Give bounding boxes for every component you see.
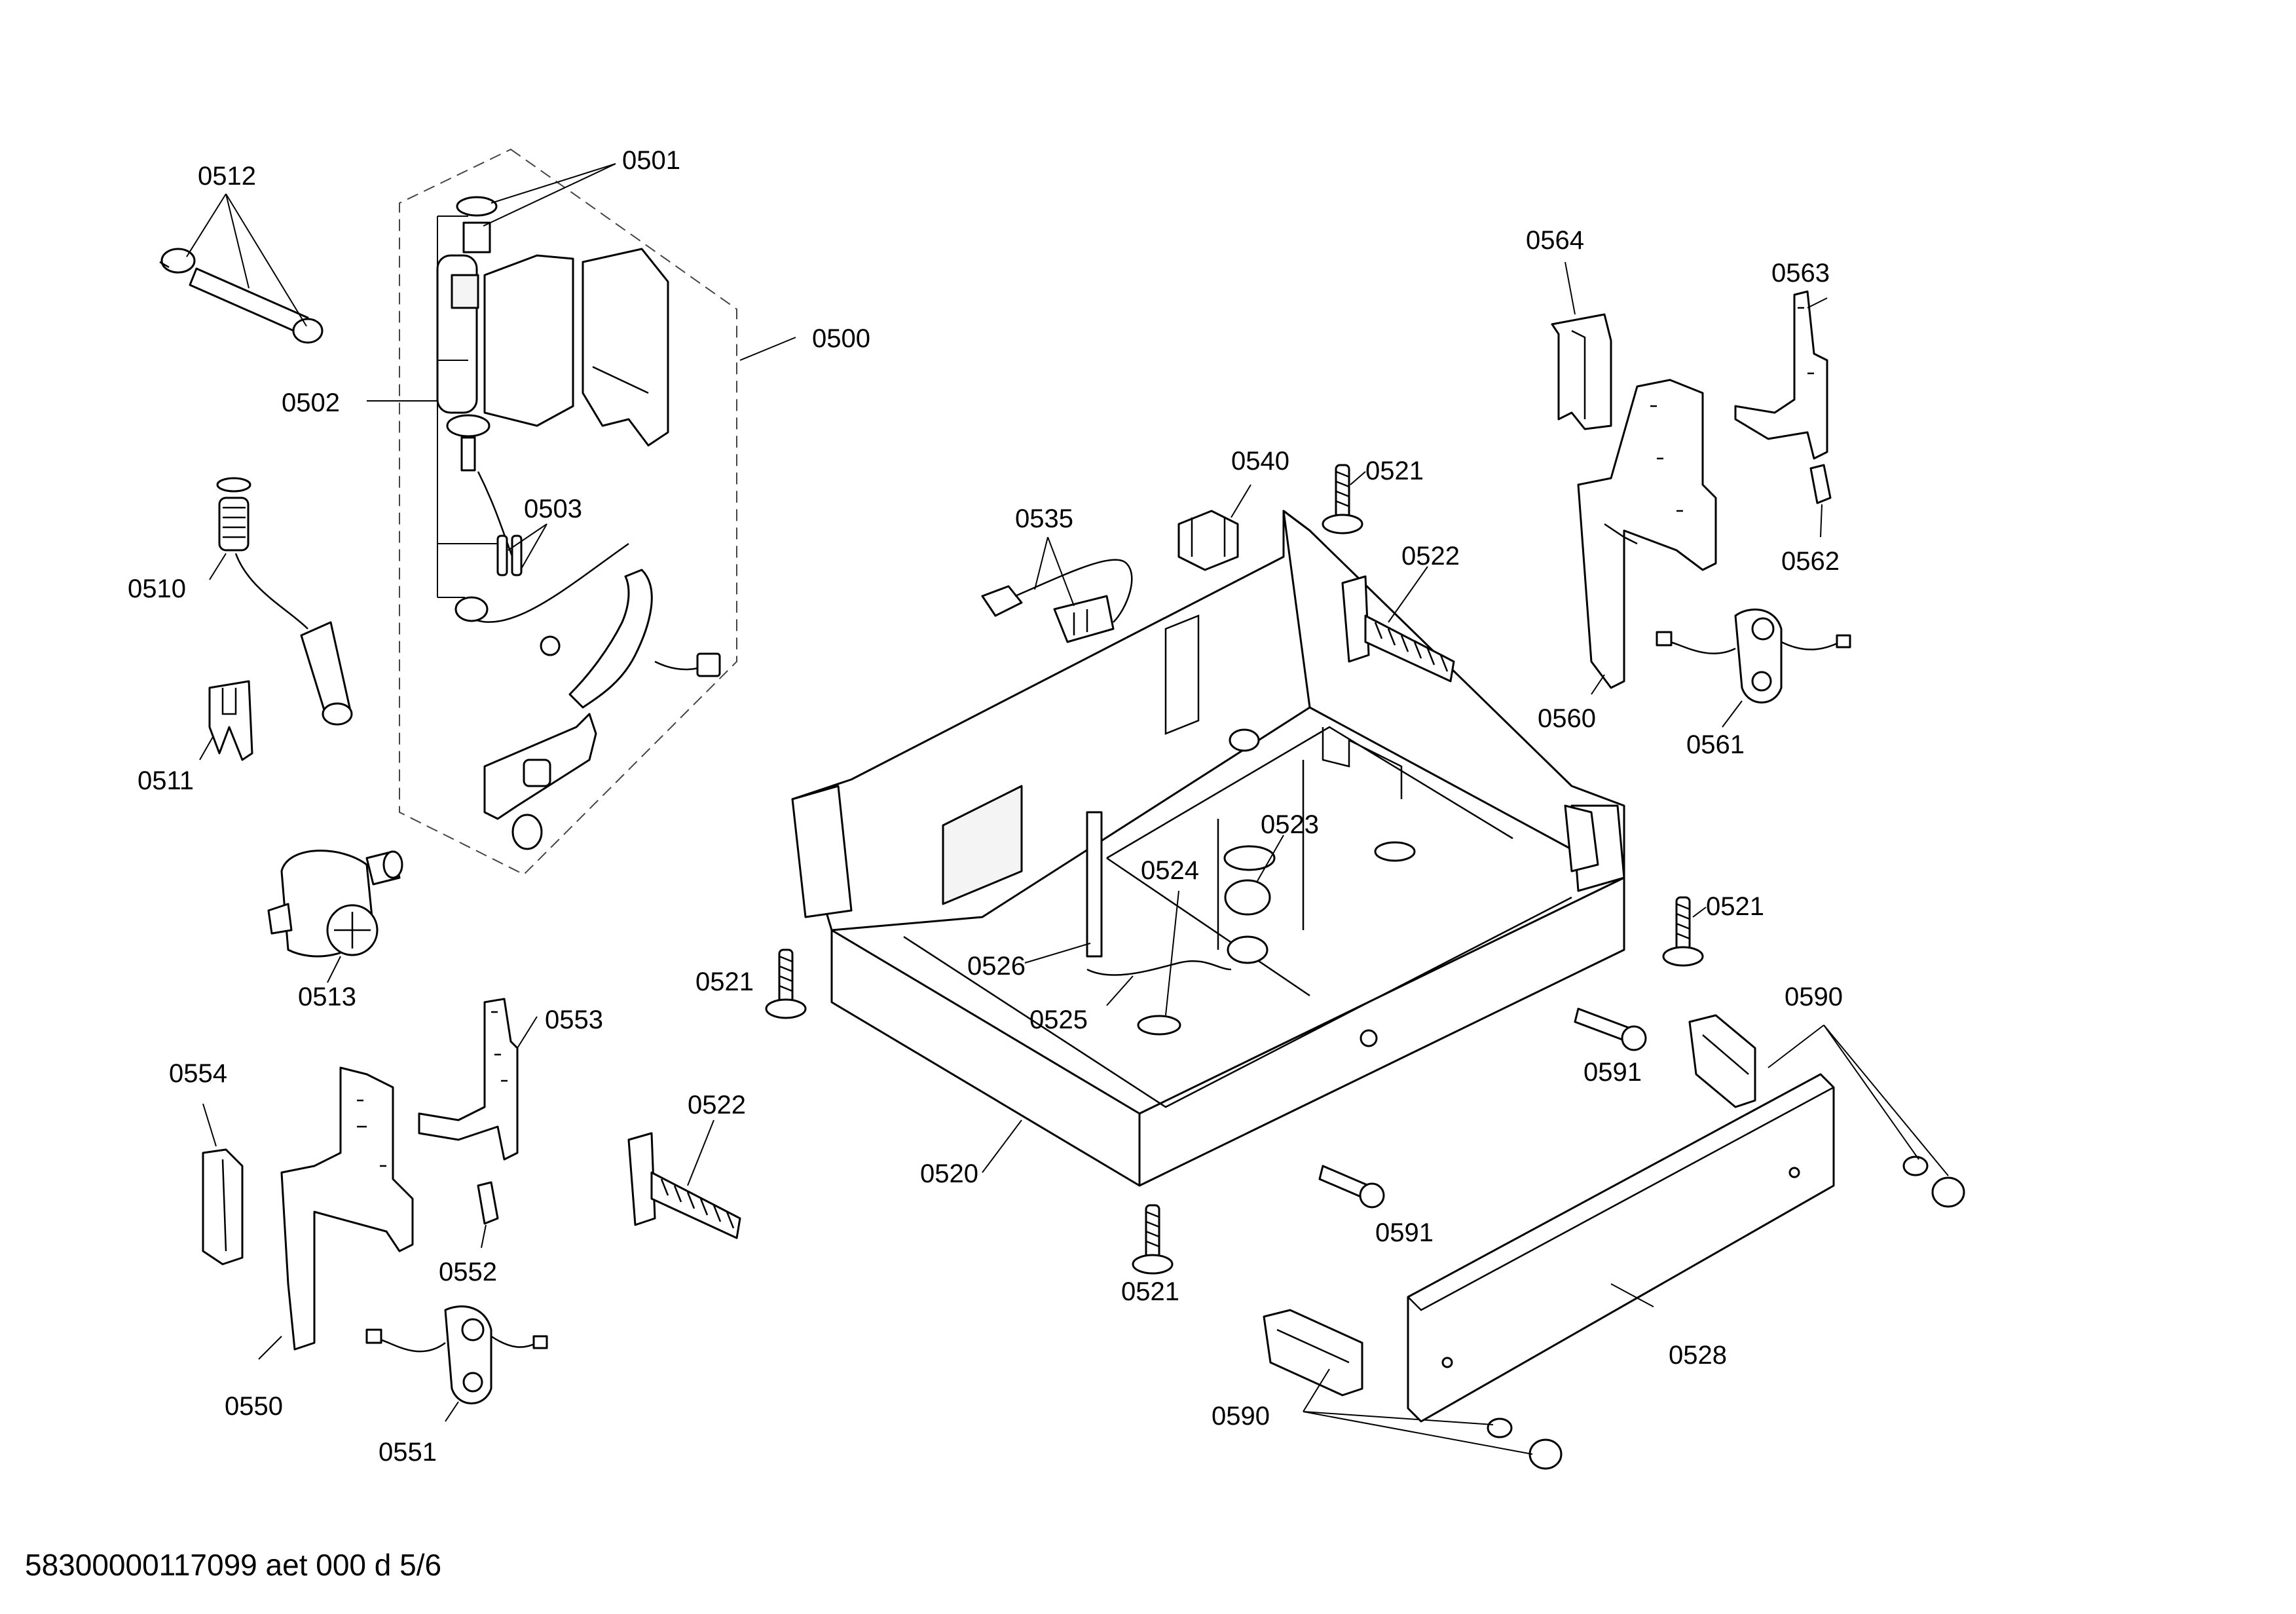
label-0522-right: 0522 [1401, 542, 1460, 571]
base-tub-0520[interactable] [791, 510, 1625, 1187]
label-0590-top: 0590 [1785, 983, 1843, 1011]
label-0591-b: 0591 [1375, 1218, 1434, 1247]
label-0522-left: 0522 [688, 1091, 746, 1119]
foot-screw-0521-d[interactable] [1132, 1204, 1174, 1275]
part-number-labels: 0500 0501 0502 0503 0510 0511 0512 0513 … [128, 146, 1843, 1467]
label-0500: 0500 [812, 324, 870, 353]
plinth-bracket-0590-bottom[interactable] [1263, 1309, 1363, 1397]
label-0591-a: 0591 [1583, 1058, 1642, 1087]
clip-0562[interactable] [1809, 464, 1832, 504]
label-0513: 0513 [298, 983, 356, 1011]
hinge-spring-0522-right[interactable] [1341, 575, 1455, 683]
bracket-0550[interactable] [280, 1066, 414, 1351]
foot-screw-0521-b[interactable] [1662, 896, 1704, 967]
label-0554: 0554 [169, 1059, 227, 1088]
label-0521-b: 0521 [1706, 892, 1764, 921]
clip-0552[interactable] [477, 1181, 499, 1225]
label-0520: 0520 [920, 1159, 978, 1188]
bracket-0553[interactable] [418, 998, 519, 1161]
label-0511: 0511 [138, 766, 194, 795]
hose-pipe-0512[interactable] [159, 248, 324, 344]
label-0563: 0563 [1771, 259, 1830, 288]
corrugated-hose-0510[interactable] [216, 477, 353, 726]
label-0535: 0535 [1015, 504, 1073, 533]
label-0526: 0526 [967, 952, 1026, 981]
drain-pump-0513[interactable] [267, 850, 403, 958]
connector-0540[interactable] [1177, 510, 1239, 571]
wire-harness-0535[interactable] [981, 559, 1133, 643]
drawing-reference-code: 58300000117099 aet 000 d 5/6 [25, 1548, 442, 1582]
label-0553: 0553 [545, 1005, 603, 1034]
label-0528: 0528 [1669, 1341, 1727, 1370]
label-0552: 0552 [439, 1258, 497, 1286]
plinth-bracket-0590-top[interactable] [1688, 1014, 1756, 1108]
label-0501: 0501 [622, 146, 680, 175]
screw-0591-b[interactable] [1318, 1165, 1385, 1209]
plinth-panel-0528[interactable] [1407, 1073, 1835, 1423]
foot-screw-0521-c[interactable] [765, 948, 807, 1019]
label-0561: 0561 [1686, 730, 1745, 759]
label-0524: 0524 [1141, 856, 1199, 885]
label-0540: 0540 [1231, 447, 1289, 476]
label-0521-c: 0521 [695, 967, 754, 996]
clip-0511[interactable] [208, 680, 253, 761]
label-0521-d: 0521 [1121, 1277, 1179, 1306]
plinth-screw-caps[interactable] [1487, 1155, 1965, 1470]
pump-assembly-group [399, 148, 737, 876]
leader-lines-pump [367, 163, 796, 598]
foot-screw-0521-a[interactable] [1322, 464, 1363, 535]
label-0521-a: 0521 [1365, 457, 1424, 485]
label-0502: 0502 [282, 388, 340, 417]
circulation-pump[interactable] [436, 196, 669, 472]
sensor-0551[interactable] [365, 1305, 548, 1404]
label-0562: 0562 [1781, 547, 1840, 576]
label-0525: 0525 [1029, 1005, 1088, 1034]
label-0590-bottom: 0590 [1212, 1402, 1270, 1431]
label-0523: 0523 [1261, 810, 1319, 839]
hinge-spring-0522-left[interactable] [627, 1132, 741, 1239]
label-0564: 0564 [1526, 226, 1584, 255]
label-0560: 0560 [1538, 704, 1596, 733]
sensor-0561[interactable] [1656, 609, 1851, 704]
label-0503: 0503 [524, 495, 582, 523]
screw-0591-a[interactable] [1574, 1007, 1647, 1051]
bracket-0563[interactable] [1734, 290, 1828, 460]
cover-0564[interactable] [1551, 313, 1612, 430]
cover-0554[interactable] [202, 1148, 244, 1266]
label-0512: 0512 [198, 162, 256, 191]
label-0550: 0550 [225, 1392, 283, 1421]
label-0510: 0510 [128, 574, 186, 603]
bracket-0560[interactable] [1577, 379, 1717, 689]
label-0551: 0551 [379, 1438, 437, 1467]
